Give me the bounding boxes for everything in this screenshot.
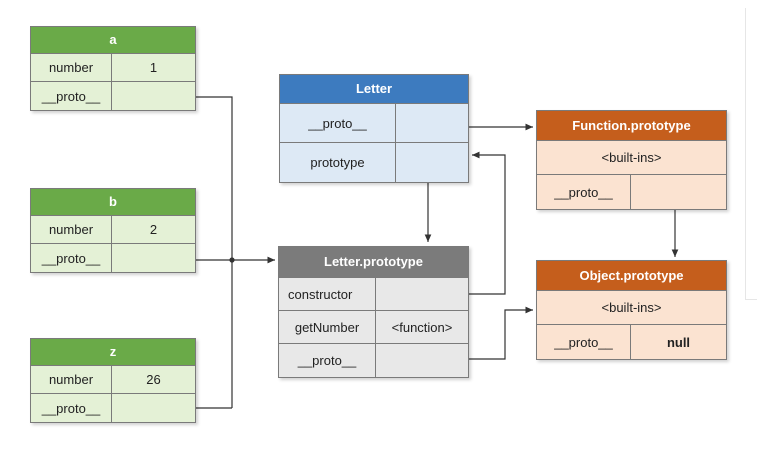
letter-prototype-proto-key: __proto__	[279, 344, 376, 377]
letter-title: Letter	[280, 75, 468, 104]
function-prototype-builtins-row: <built-ins>	[537, 141, 726, 175]
function-prototype-builtins: <built-ins>	[601, 150, 662, 165]
letter-prototype-getnumber-value: <function>	[391, 319, 453, 335]
object-b-proto-key: __proto__	[31, 244, 112, 272]
letter-constructor: Letter __proto__ prototype	[279, 74, 469, 183]
object-b-proto-row: __proto__	[31, 244, 195, 272]
object-b-number-key: number	[31, 216, 112, 243]
letter-prototype-title: Letter.prototype	[279, 247, 468, 278]
object-z-proto-key: __proto__	[31, 394, 112, 422]
object-z-number-row: number 26	[31, 366, 195, 394]
object-prototype-builtins-row: <built-ins>	[537, 291, 726, 325]
side-panel-edge	[745, 8, 757, 300]
object-b-number-row: number 2	[31, 216, 195, 244]
letter-prototype-proto-value	[376, 344, 468, 377]
function-prototype-title: Function.prototype	[537, 111, 726, 141]
object-z: z number 26 __proto__	[30, 338, 196, 423]
letter-proto-key: __proto__	[280, 104, 396, 142]
object-a-number-value: 1	[149, 60, 158, 75]
letter-prototype-object: Letter.prototype constructor getNumber <…	[278, 246, 469, 378]
object-z-number-key: number	[31, 366, 112, 393]
junction-dot	[229, 257, 235, 263]
object-a-proto-key: __proto__	[31, 82, 112, 110]
object-z-number-value: 26	[146, 372, 161, 387]
object-z-proto-row: __proto__	[31, 394, 195, 422]
letter-prototype-row: prototype	[280, 143, 468, 182]
object-b: b number 2 __proto__	[30, 188, 196, 273]
function-prototype-object: Function.prototype <built-ins> __proto__	[536, 110, 727, 210]
object-prototype-title: Object.prototype	[537, 261, 726, 291]
object-prototype-builtins: <built-ins>	[601, 300, 662, 315]
function-prototype-proto-value	[631, 175, 726, 209]
function-prototype-proto-row: __proto__	[537, 175, 726, 209]
letter-proto-row: __proto__	[280, 104, 468, 143]
letter-prototype-value	[396, 143, 468, 182]
object-a-number-key: number	[31, 54, 112, 81]
object-a-number-row: number 1	[31, 54, 195, 82]
object-b-proto-value	[112, 244, 195, 272]
letter-prototype-constructor-value	[376, 278, 468, 310]
object-a: a number 1 __proto__	[30, 26, 196, 111]
letter-prototype-constructor-key: constructor	[279, 278, 376, 310]
object-b-number-value: 2	[149, 222, 158, 237]
object-a-proto-row: __proto__	[31, 82, 195, 110]
function-prototype-proto-key: __proto__	[537, 175, 631, 209]
object-a-proto-value	[112, 82, 195, 110]
object-prototype-proto-key: __proto__	[537, 325, 631, 359]
letter-prototype-proto-row: __proto__	[279, 344, 468, 377]
object-z-title: z	[31, 339, 195, 366]
letter-proto-value	[396, 104, 468, 142]
object-prototype-proto-value: null	[666, 334, 691, 350]
letter-prototype-constructor-row: constructor	[279, 278, 468, 311]
object-b-title: b	[31, 189, 195, 216]
letter-prototype-getnumber-row: getNumber <function>	[279, 311, 468, 344]
object-a-title: a	[31, 27, 195, 54]
object-prototype-proto-row: __proto__ null	[537, 325, 726, 359]
object-prototype-object: Object.prototype <built-ins> __proto__ n…	[536, 260, 727, 360]
letter-prototype-getnumber-key: getNumber	[279, 311, 376, 343]
object-z-proto-value	[112, 394, 195, 422]
letter-prototype-key: prototype	[280, 143, 396, 182]
